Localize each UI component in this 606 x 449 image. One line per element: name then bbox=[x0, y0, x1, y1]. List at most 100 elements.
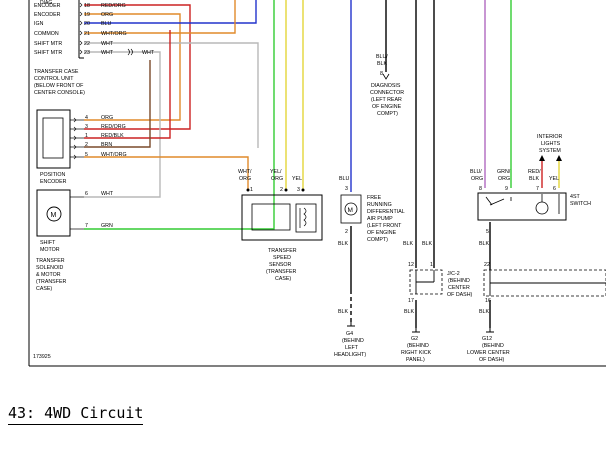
g4-name-0: (BEHIND bbox=[342, 338, 364, 344]
encoder-wire-label: RED/ORG bbox=[101, 124, 126, 130]
g12-name-1: LOWER CENTER bbox=[467, 350, 510, 356]
jc2-wire-bottom: BLK bbox=[404, 309, 414, 315]
diag-connector-icon bbox=[382, 73, 390, 80]
tcu-pin-name: SHIFT MTR bbox=[34, 50, 62, 56]
ground-icon bbox=[412, 328, 420, 333]
g12-name-2: OF DASH) bbox=[479, 357, 505, 363]
figure-id: 173925 bbox=[33, 354, 51, 360]
motor-assembly-4: CASE) bbox=[36, 286, 52, 292]
encoder-pin-number: 2 bbox=[85, 142, 88, 148]
wire-blu-20 bbox=[84, 0, 257, 24]
encoder-pin-number: 1 bbox=[85, 133, 88, 139]
jc3-wire-bottom: BLK bbox=[479, 309, 489, 315]
g4-id: G4 bbox=[346, 331, 353, 337]
pump-name-4: (LEFT FRONT bbox=[367, 223, 402, 229]
diag-name-1: CONNECTOR bbox=[370, 90, 404, 96]
lights-name-1: LIGHTS bbox=[541, 141, 561, 147]
diag-wire-a: BLU/ bbox=[376, 54, 388, 60]
tcu-wire-label: WHT/ORG bbox=[101, 31, 127, 37]
ground-g2: G2 (BEHIND RIGHT KICK PANEL) bbox=[401, 328, 432, 363]
motor-assembly-0: TRANSFER bbox=[36, 258, 65, 264]
g2-name-0: (BEHIND bbox=[407, 343, 429, 349]
connector-chevron-icon bbox=[79, 11, 83, 17]
switch-contact-icon bbox=[485, 196, 512, 206]
wire-red-org-18 bbox=[84, 4, 191, 130]
transfer-speed-sensor: 1 2 3 WHT/ ORG YEL/ ORG YEL TRANSFER SPE… bbox=[238, 169, 323, 282]
tcu-wire-label: WHT bbox=[101, 41, 114, 47]
sw-pin-bottom: 5 bbox=[486, 229, 489, 235]
wire-layer bbox=[84, 0, 560, 328]
wire-org-19 bbox=[84, 13, 181, 121]
sw-pin-9: 9 bbox=[505, 186, 508, 192]
jc2-pin-b: 1 bbox=[430, 262, 433, 268]
wire-wht-org-21 bbox=[84, 0, 236, 34]
sw-wire-2b: ORG bbox=[498, 176, 510, 182]
tcu-splice-mark bbox=[127, 48, 133, 56]
encoder-wire-label: BRN bbox=[101, 142, 112, 148]
junction-connector-lower: 22 16 BLK bbox=[479, 262, 606, 315]
sensor-wire-1b: ORG bbox=[239, 176, 251, 182]
pump-name-3: AIR PUMP bbox=[367, 216, 393, 222]
ground-icon bbox=[486, 328, 494, 333]
connector-chevron-icon bbox=[79, 49, 83, 55]
tcu-pin-number: 18 bbox=[84, 3, 90, 9]
jc3-pin-bottom: 16 bbox=[485, 298, 491, 304]
diag-name-4: COMPT) bbox=[377, 111, 398, 117]
motor-assembly-1: SOLENOID bbox=[36, 265, 64, 271]
tcu-pin-name: COMMON bbox=[34, 31, 59, 37]
differential-air-pump: BLU 3 M 2 BLK BLK FREE RUNNING DIFFERENT… bbox=[338, 176, 405, 315]
tcu-wire-label: ORG bbox=[101, 12, 113, 18]
pump-motor-symbol: M bbox=[348, 207, 353, 214]
g12-name-0: (BEHIND bbox=[482, 343, 504, 349]
lights-name-2: SYSTEM bbox=[539, 148, 561, 154]
sw-wire-bottom: BLK bbox=[479, 241, 489, 247]
pump-name-1: RUNNING bbox=[367, 202, 392, 208]
arrow-up-icon bbox=[556, 155, 562, 161]
pump-name-6: COMPT) bbox=[367, 237, 388, 243]
sensor-pin-1: 1 bbox=[250, 187, 253, 193]
diagram-frame bbox=[28, 0, 606, 367]
g4-name-1: LEFT bbox=[345, 345, 359, 351]
sw-pin-8: 8 bbox=[479, 186, 482, 192]
g4-name-2: HEADLIGHT) bbox=[334, 352, 366, 358]
motor-wire-label: GRN bbox=[101, 223, 113, 229]
connector-chevron-icon bbox=[79, 2, 83, 8]
pump-pin-bottom: 2 bbox=[345, 229, 348, 235]
sw-pin-7: 7 bbox=[536, 186, 539, 192]
tcu-name-2: (BELOW FRONT OF bbox=[34, 83, 84, 89]
diag-wire-b: BLK bbox=[377, 61, 387, 67]
ground-g12: G12 (BEHIND LOWER CENTER OF DASH) bbox=[467, 328, 510, 363]
encoder-pin-number: 3 bbox=[85, 124, 88, 130]
pump-name-0: FREE bbox=[367, 195, 382, 201]
motor-symbol: M bbox=[51, 212, 57, 219]
tcu-pin-number: 23 bbox=[84, 50, 90, 56]
sensor-wire-2b: ORG bbox=[271, 176, 283, 182]
sw-name-1: SWITCH bbox=[570, 201, 591, 207]
sensor-wire-2a: YEL/ bbox=[270, 169, 282, 175]
tcu-name-0: TRANSFER CASE bbox=[34, 69, 79, 75]
sensor-name-1: SPEED bbox=[273, 255, 291, 261]
diagnosis-connector: BLU/ BLK 8 DIAGNOSIS CONNECTOR (LEFT REA… bbox=[370, 54, 404, 117]
pump-wire-bottom: BLK bbox=[338, 241, 348, 247]
connector-chevron-icon bbox=[79, 30, 83, 36]
encoder-pin-number: 4 bbox=[85, 115, 88, 121]
connector-chevron-icon bbox=[79, 20, 83, 26]
jc2-name-3: OF DASH) bbox=[447, 292, 473, 298]
sensor-pin-2: 2 bbox=[280, 187, 283, 193]
tcu-name-1: CONTROL UNIT bbox=[34, 76, 74, 82]
tcu-pin-number: 21 bbox=[84, 31, 90, 37]
encoder-name-0: POSITION bbox=[40, 172, 65, 178]
sensor-wire-1a: WHT/ bbox=[238, 169, 252, 175]
sw-wire-4: YEL bbox=[549, 176, 559, 182]
sensor-name-4: CASE) bbox=[275, 276, 291, 282]
tcu-pin-number: 19 bbox=[84, 12, 90, 18]
tcu-wire-label: RED/ORG bbox=[101, 3, 126, 9]
wire-wht-23 bbox=[84, 51, 161, 198]
motor-icon bbox=[46, 206, 62, 222]
4st-switch: INTERIOR LIGHTS SYSTEM BLU/ ORG GRN/ ORG… bbox=[470, 134, 591, 247]
tcu-pin-name: SHIFT MTR bbox=[34, 41, 62, 47]
arrow-up-icon bbox=[539, 155, 545, 161]
g2-name-2: PANEL) bbox=[406, 357, 425, 363]
